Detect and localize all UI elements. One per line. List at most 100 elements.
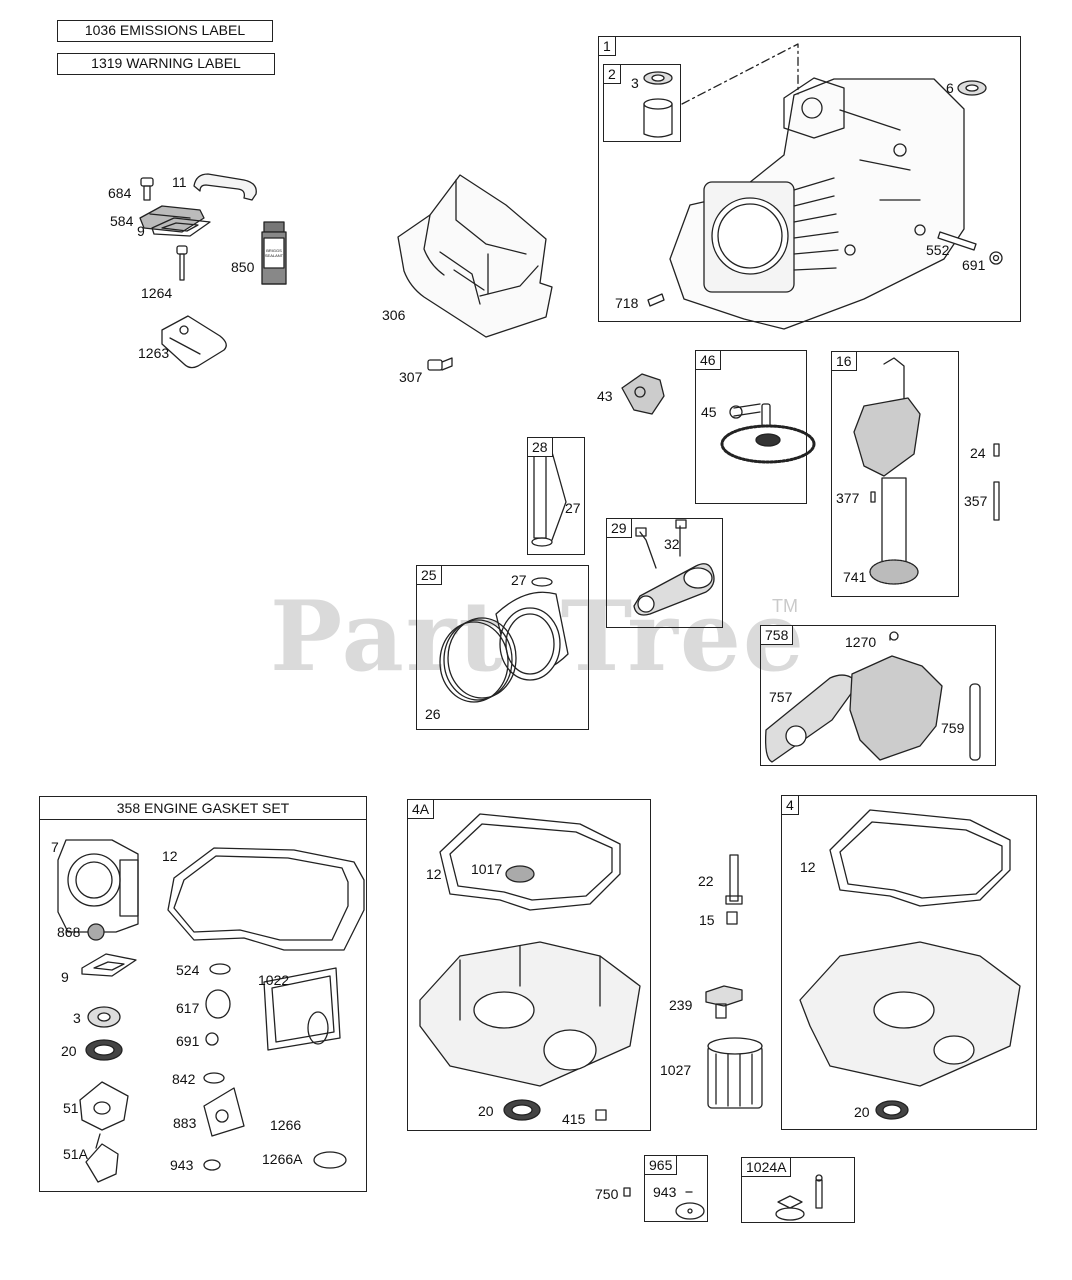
part-2-sleeve <box>643 98 673 138</box>
gasket-num-943[interactable]: 943 <box>170 1157 194 1173</box>
part-758-guard <box>764 631 943 763</box>
box-758-guard[interactable]: 758 <box>760 625 996 766</box>
gasket-num-617[interactable]: 617 <box>176 1000 200 1016</box>
box-16-crankshaft[interactable]: 16 <box>831 351 959 597</box>
part-718-pin <box>647 293 665 307</box>
sump4a-num-1017[interactable]: 1017 <box>471 861 503 877</box>
part-357-key <box>993 481 1000 521</box>
part-22-bolt <box>725 854 743 905</box>
part-num-11[interactable]: 11 <box>172 174 187 190</box>
emissions-label-box[interactable]: 1036 EMISSIONS LABEL <box>57 20 273 42</box>
part-6-washer <box>957 80 987 96</box>
part-num-1027[interactable]: 1027 <box>660 1062 692 1078</box>
part-num-759[interactable]: 759 <box>941 720 965 736</box>
part-num-307[interactable]: 307 <box>399 369 423 385</box>
gasket-num-51a[interactable]: 51A <box>63 1146 88 1162</box>
part-num-357[interactable]: 357 <box>964 493 988 509</box>
part-239-sensor <box>705 985 743 1019</box>
part-num-27-piston[interactable]: 27 <box>511 572 527 588</box>
part-num-584[interactable]: 584 <box>110 213 134 229</box>
part-num-943-kit[interactable]: 943 <box>653 1184 677 1200</box>
box-29-tag: 29 <box>607 519 632 538</box>
box-758-tag: 758 <box>761 626 794 645</box>
box-1-cylinder[interactable]: 1 <box>598 36 1021 322</box>
part-num-45[interactable]: 45 <box>701 404 717 420</box>
box-965-tag: 965 <box>645 1156 678 1175</box>
part-num-684[interactable]: 684 <box>108 185 132 201</box>
box-965-cover[interactable]: 965 <box>644 1155 708 1222</box>
part-num-1270[interactable]: 1270 <box>845 634 877 650</box>
gasket-num-524[interactable]: 524 <box>176 962 200 978</box>
part-num-1263[interactable]: 1263 <box>138 345 170 361</box>
part-24-key <box>993 443 1000 457</box>
gasket-num-1022[interactable]: 1022 <box>258 972 290 988</box>
part-4-sump <box>799 809 1021 1120</box>
part-num-691[interactable]: 691 <box>962 257 986 273</box>
gasket-num-51[interactable]: 51 <box>63 1100 79 1116</box>
gasket-num-9[interactable]: 9 <box>61 969 69 985</box>
box-2-tag: 2 <box>604 65 621 84</box>
sump4a-num-12[interactable]: 12 <box>426 866 442 882</box>
box-25-tag: 25 <box>417 566 442 585</box>
part-num-9[interactable]: 9 <box>137 223 145 239</box>
part-num-306[interactable]: 306 <box>382 307 406 323</box>
part-num-850[interactable]: 850 <box>231 259 255 275</box>
part-num-26[interactable]: 26 <box>425 706 441 722</box>
part-num-1264[interactable]: 1264 <box>141 285 173 301</box>
part-num-3[interactable]: 3 <box>631 75 639 91</box>
part-num-552[interactable]: 552 <box>926 242 950 258</box>
box-46-camshaft[interactable]: 46 <box>695 350 807 504</box>
box-358-gasket-set[interactable]: 358 ENGINE GASKET SET <box>39 796 367 1192</box>
part-num-377[interactable]: 377 <box>836 490 860 506</box>
box-4a-sump[interactable]: 4A <box>407 799 651 1131</box>
part-1-cylinder <box>669 77 965 330</box>
part-25-piston <box>495 577 569 681</box>
gasket-num-691[interactable]: 691 <box>176 1033 200 1049</box>
box-1024a-kit[interactable]: 1024A <box>741 1157 855 1223</box>
gasket-num-1266a[interactable]: 1266A <box>262 1151 303 1167</box>
part-num-43[interactable]: 43 <box>597 388 613 404</box>
box-4-sump[interactable]: 4 <box>781 795 1037 1130</box>
gasket-num-12[interactable]: 12 <box>162 848 178 864</box>
part-552-pin <box>937 231 977 251</box>
sump4a-num-415[interactable]: 415 <box>562 1111 586 1127</box>
box-25-piston[interactable]: 25 <box>416 565 589 730</box>
sump4-num-20[interactable]: 20 <box>854 1104 870 1120</box>
part-1263-plate <box>161 315 227 369</box>
part-num-22[interactable]: 22 <box>698 873 714 889</box>
part-num-15[interactable]: 15 <box>699 912 715 928</box>
gasket-num-883[interactable]: 883 <box>173 1115 197 1131</box>
part-11-breather-tube <box>193 173 257 201</box>
gasket-num-3[interactable]: 3 <box>73 1010 81 1026</box>
box-2-sleeve[interactable]: 2 <box>603 64 681 142</box>
gasket-num-1266[interactable]: 1266 <box>270 1117 302 1133</box>
box-28-wrist-pin[interactable]: 28 <box>527 437 585 555</box>
gasket-num-868[interactable]: 868 <box>57 924 81 940</box>
gasket-num-7[interactable]: 7 <box>51 839 59 855</box>
warning-label-box[interactable]: 1319 WARNING LABEL <box>57 53 275 75</box>
box-29-connecting-rod[interactable]: 29 <box>606 518 723 628</box>
part-15-plug <box>726 911 738 925</box>
part-4a-sump <box>419 813 641 1121</box>
part-num-27-wrist[interactable]: 27 <box>565 500 581 516</box>
sump4a-num-20[interactable]: 20 <box>478 1103 494 1119</box>
box-16-tag: 16 <box>832 352 857 371</box>
part-num-718[interactable]: 718 <box>615 295 639 311</box>
gasket-num-842[interactable]: 842 <box>172 1071 196 1087</box>
part-1264-bolt <box>176 245 188 281</box>
part-num-24[interactable]: 24 <box>970 445 986 461</box>
part-num-750[interactable]: 750 <box>595 1186 619 1202</box>
part-306-blower-housing <box>397 174 553 338</box>
part-850-sealant-tube <box>261 221 287 285</box>
gasket-num-20[interactable]: 20 <box>61 1043 77 1059</box>
part-1024a-kit <box>775 1174 823 1221</box>
part-num-757[interactable]: 757 <box>769 689 793 705</box>
sealant-tube-text: BRIGGS SEALANT <box>264 248 284 258</box>
part-num-6[interactable]: 6 <box>946 80 954 96</box>
part-num-32[interactable]: 32 <box>664 536 680 552</box>
part-43-governor <box>621 373 665 415</box>
sump4-num-12[interactable]: 12 <box>800 859 816 875</box>
part-9-gasket <box>151 217 211 237</box>
part-num-741[interactable]: 741 <box>843 569 867 585</box>
part-num-239[interactable]: 239 <box>669 997 693 1013</box>
